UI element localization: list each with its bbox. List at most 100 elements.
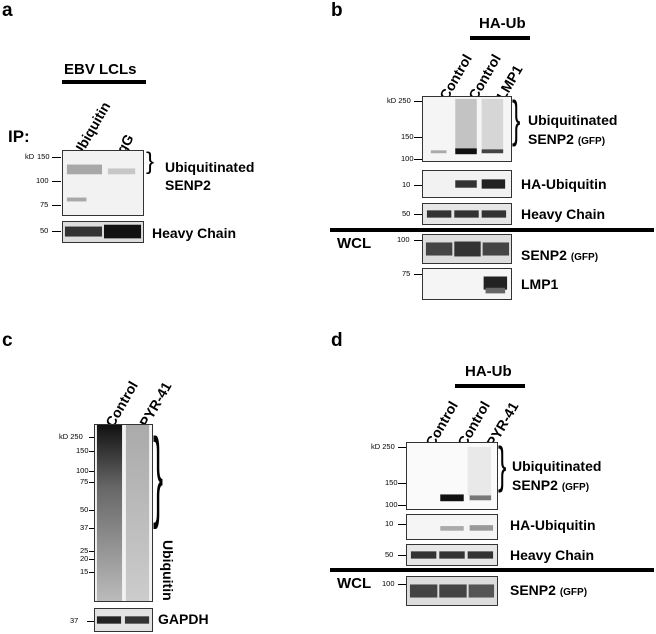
panel-a-label-heavy-chain: Heavy Chain	[152, 225, 237, 241]
panel-b-brace: }	[512, 91, 521, 147]
panel-a-blot-ubiquitinated	[62, 150, 144, 216]
marker-tick	[414, 159, 422, 160]
panel-d-marker: 50	[385, 550, 394, 559]
marker-tick	[398, 483, 406, 484]
panel-d-wcl-divider	[330, 568, 654, 572]
panel-d-marker: 100	[382, 579, 395, 588]
marker-tick	[398, 584, 406, 585]
panel-b-label-senp2: SENP2 (GFP)	[528, 132, 605, 147]
marker-tick	[414, 240, 422, 241]
panel-c-brace: }	[153, 418, 164, 530]
marker-tick	[414, 185, 422, 186]
panel-c-label: c	[2, 330, 13, 351]
panel-b-label-lmp1: LMP1	[521, 276, 559, 292]
marker-tick	[398, 555, 406, 556]
panel-a-group-bar	[62, 80, 146, 84]
gfp-text: (GFP)	[577, 136, 606, 147]
senp2-text: SENP2	[512, 477, 558, 493]
panel-c-lane-control: Control	[102, 378, 141, 430]
marker-tick	[398, 524, 406, 525]
panel-d-blot-heavy-chain	[406, 544, 498, 566]
panel-a-marker: 100	[36, 176, 49, 185]
marker-tick	[89, 437, 94, 438]
panel-c-marker: 50	[80, 505, 89, 514]
panel-b-label-heavy-chain: Heavy Chain	[521, 206, 606, 222]
panel-a-marker: 50	[40, 226, 49, 235]
panel-c-marker: 75	[80, 477, 89, 486]
marker-tick	[414, 214, 422, 215]
panel-b-blot-lmp1	[422, 268, 512, 300]
panel-b-blot-ha-ubiquitin	[422, 170, 512, 198]
panel-c-marker: 37	[80, 523, 89, 532]
panel-b-marker: 10	[402, 180, 411, 189]
marker-tick	[414, 137, 422, 138]
panel-d-group-label: HA-Ub	[465, 363, 512, 380]
panel-c-label-ubiquitin: Ubiquitin	[160, 540, 176, 601]
panel-a-kd-label: kD	[25, 152, 35, 161]
senp2-text: SENP2	[521, 247, 567, 263]
panel-c-blot-ubiquitin	[94, 424, 153, 602]
panel-d-wcl-label: WCL	[337, 575, 372, 592]
panel-b-marker: 100	[401, 154, 414, 163]
panel-a-label-senp2: SENP2	[165, 177, 211, 193]
panel-c-marker: kD 250	[59, 432, 83, 441]
panel-b-blot-ubiquitinated	[422, 96, 512, 162]
panel-c-marker: 150	[76, 446, 89, 455]
marker-tick	[87, 621, 94, 622]
panel-b-wcl-label: WCL	[337, 235, 372, 252]
marker-tick	[398, 447, 406, 448]
panel-c-marker: 100	[76, 466, 89, 475]
panel-c-marker: 25	[80, 546, 89, 555]
panel-d-blot-ha-ubiquitin	[406, 514, 498, 540]
panel-d-label-senp2: SENP2 (GFP)	[512, 478, 589, 493]
panel-b-marker: 50	[402, 209, 411, 218]
panel-d-brace: }	[498, 437, 507, 493]
marker-tick	[89, 482, 94, 483]
panel-d-marker: 10	[385, 519, 394, 528]
panel-a-label-ubiquitinated: Ubiquitinated	[165, 159, 255, 175]
senp2-text: SENP2	[528, 131, 574, 147]
senp2-text: SENP2	[510, 582, 556, 598]
panel-b-label-senp2-wcl: SENP2 (GFP)	[521, 248, 598, 263]
panel-b-blot-heavy-chain	[422, 203, 512, 225]
panel-b-marker: 150	[401, 132, 414, 141]
gfp-text: (GFP)	[559, 587, 588, 598]
panel-b-label-ubiquitinated: Ubiquitinated	[528, 112, 618, 128]
marker-tick	[398, 505, 406, 506]
panel-a-ip-label: IP:	[8, 127, 30, 146]
panel-d-marker: 100	[385, 500, 398, 509]
marker-tick	[52, 205, 61, 206]
marker-tick	[89, 471, 94, 472]
panel-d-label-heavy-chain: Heavy Chain	[510, 547, 595, 563]
marker-tick	[89, 528, 94, 529]
panel-c-label-gapdh: GAPDH	[158, 611, 209, 627]
panel-c-blot-gapdh	[94, 608, 153, 632]
marker-tick	[89, 572, 94, 573]
panel-b-marker: 75	[402, 269, 411, 278]
marker-tick	[414, 274, 422, 275]
marker-tick	[52, 181, 61, 182]
marker-tick	[89, 451, 94, 452]
marker-tick	[52, 157, 61, 158]
gfp-text: (GFP)	[561, 482, 590, 493]
panel-b-group-bar	[470, 36, 530, 40]
marker-tick	[89, 559, 94, 560]
panel-b-marker: 100	[397, 235, 410, 244]
panel-b-label: b	[331, 0, 343, 21]
panel-c-marker: 37	[70, 616, 79, 625]
panel-b-wcl-divider	[330, 228, 654, 232]
panel-d-marker: kD 250	[371, 442, 395, 451]
panel-c-marker: 15	[80, 567, 89, 576]
marker-tick	[414, 101, 422, 102]
panel-d-blot-ubiquitinated	[406, 442, 498, 510]
panel-d-marker: 150	[385, 478, 398, 487]
marker-tick	[89, 551, 94, 552]
panel-a-brace: }	[146, 148, 155, 175]
panel-b-group-label: HA-Ub	[479, 15, 526, 32]
panel-a-label: a	[2, 0, 13, 21]
panel-b-marker: kD 250	[387, 96, 411, 105]
panel-d-label: d	[331, 330, 343, 351]
panel-b-label-ha-ubiquitin: HA-Ubiquitin	[521, 176, 607, 192]
panel-c-marker: 20	[80, 554, 89, 563]
